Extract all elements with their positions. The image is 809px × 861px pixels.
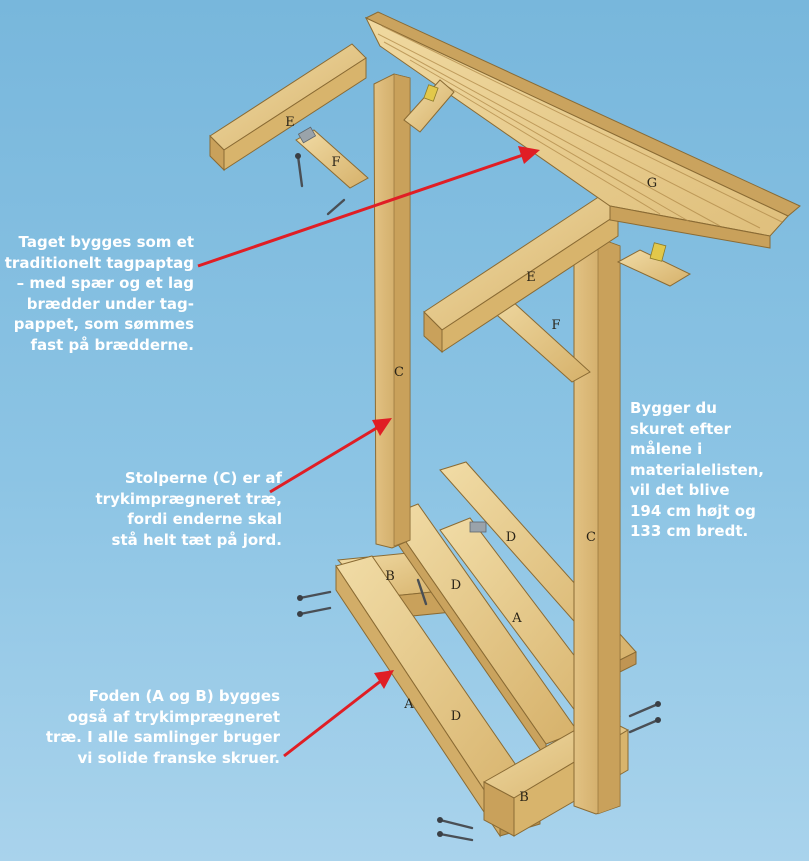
roof-g [364,11,801,249]
part-label-brace-f-top: F [331,155,340,170]
caption-dimensions: Bygger du skuret efter målene i material… [630,399,765,540]
part-label-rafter-e-front: E [526,270,536,285]
pointer-arrows [197,146,540,758]
rafter-e-top [209,43,367,172]
caption-roof: Taget bygges som et traditionelt tagpapt… [4,233,194,354]
part-label-board-d-front: D [451,709,461,724]
part-label-board-d-center: D [451,578,461,593]
rafter-e-front [423,195,619,354]
arrow-base [283,678,383,758]
part-label-rafter-e-top: E [285,115,295,130]
caption-posts: Stolperne (C) er af trykimprægneret træ,… [95,469,282,549]
arrowhead-roof [518,146,540,164]
part-label-sill-a-front: A [403,697,414,712]
arrow-posts [269,424,381,494]
arrowhead-base [374,670,394,689]
brackets [423,84,667,262]
arrowhead-posts [372,418,392,436]
part-label-post-c-back: C [394,365,404,380]
part-label-sill-a-back: A [511,611,522,626]
post-c-back [373,73,411,549]
bracket-metal [297,126,487,533]
part-label-board-d-back: D [506,530,516,545]
roof-boards [377,25,783,229]
part-label-beam-b-back: B [385,569,395,584]
screws [296,154,660,842]
part-label-beam-b-front: B [519,790,529,805]
part-label-roof-g: G [647,176,657,191]
arrow-roof [197,152,527,268]
part-label-post-c-front: C [586,530,596,545]
post-c-front [573,237,621,815]
caption-base: Foden (A og B) bygges også af trykimpræg… [45,687,280,767]
screw-heads [295,153,661,837]
part-label-brace-f-front: F [551,318,560,333]
